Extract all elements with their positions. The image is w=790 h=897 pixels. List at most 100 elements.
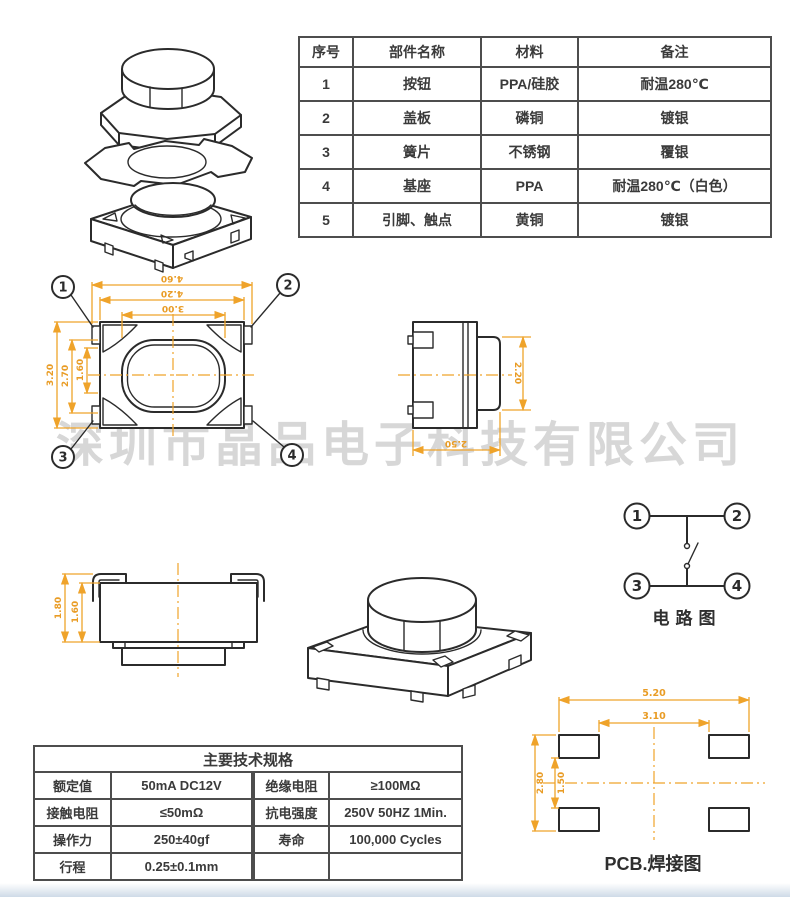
table-row: 5 引脚、触点 黄铜 镀银	[298, 202, 772, 238]
circuit-diagram: 1 2 3 4	[623, 502, 751, 600]
side-view-drawing: 2.20 2.50	[398, 321, 531, 456]
spec-value: 250V 50HZ 1Min.	[327, 798, 464, 827]
exploded-dome	[130, 182, 216, 218]
spec-value: 250±40gf	[110, 825, 255, 854]
col-header-remark: 备注	[577, 36, 772, 68]
col-header-material: 材料	[480, 36, 579, 68]
parts-material-table: 序号 部件名称 材料 备注 1 按钮 PPA/硅胶 耐温280℃ 2 盖板 磷铜…	[298, 36, 772, 238]
spec-table-title: 主要技术规格	[32, 745, 464, 773]
col-header-part: 部件名称	[352, 36, 482, 68]
spec-key	[252, 852, 330, 881]
cell-no: 1	[298, 66, 354, 102]
pcb-pattern-drawing: 5.20 3.10 2.80 1.50	[530, 688, 765, 840]
terminal-1: 1	[632, 507, 642, 525]
spec-key: 额定值	[33, 771, 112, 800]
exploded-button	[100, 48, 242, 152]
top-view-callouts: 1 2 3 4	[51, 273, 304, 469]
spec-value	[327, 852, 464, 881]
terminal-3: 3	[632, 577, 642, 595]
assembled-view-drawing	[307, 577, 532, 703]
top-view-dimensions: 4.60 4.20 3.00 3.20 2.70 1.60	[46, 273, 254, 430]
cell-remark: 耐温280℃（白色）	[577, 168, 772, 204]
page-bottom-fade	[0, 883, 790, 897]
callout-4: 4	[287, 449, 296, 464]
spec-key: 接触电阻	[33, 798, 112, 827]
col-header-no: 序号	[298, 36, 354, 68]
cell-material: 磷铜	[480, 100, 579, 136]
cell-remark: 镀银	[577, 100, 772, 136]
cell-part: 按钮	[352, 66, 482, 102]
dim-front-total: 1.80	[54, 597, 64, 619]
spec-key: 行程	[33, 852, 112, 881]
top-view-drawing: 4.60 4.20 3.00 3.20 2.70 1.60 1 2 3 4	[46, 273, 304, 469]
spec-row: 接触电阻 ≤50mΩ 抗电强度 250V 50HZ 1Min.	[33, 798, 464, 827]
dim-pcb-outer-width: 5.20	[642, 688, 666, 699]
table-row: 4 基座 PPA 耐温280℃（白色）	[298, 168, 772, 204]
callout-2: 2	[283, 279, 292, 294]
front-view-dimensions: 1.80 1.60	[54, 572, 100, 644]
cell-remark: 镀银	[577, 202, 772, 238]
dim-width-body: 4.20	[161, 288, 183, 298]
dim-side-height: 2.20	[512, 362, 522, 384]
assembled-button	[362, 577, 482, 655]
spec-row: 操作力 250±40gf 寿命 100,000 Cycles	[33, 825, 464, 854]
spec-title-row: 主要技术规格	[32, 745, 464, 773]
spec-value: 100,000 Cycles	[327, 825, 464, 854]
cell-no: 4	[298, 168, 354, 204]
dim-pcb-outer-height: 2.80	[536, 772, 546, 794]
exploded-view-drawing	[84, 48, 253, 273]
table-header-row: 序号 部件名称 材料 备注	[298, 36, 772, 68]
terminal-2: 2	[732, 507, 742, 525]
cell-part: 引脚、触点	[352, 202, 482, 238]
side-view-dimensions: 2.20 2.50	[411, 335, 531, 456]
spec-key: 寿命	[252, 825, 330, 854]
cell-remark: 覆银	[577, 134, 772, 170]
company-watermark: 深圳市晶品电子科技有限公司	[56, 419, 746, 472]
pcb-centerlines	[543, 727, 765, 840]
cell-material: 黄铜	[480, 202, 579, 238]
cell-no: 3	[298, 134, 354, 170]
spec-value: ≥100MΩ	[327, 771, 464, 800]
spec-row: 行程 0.25±0.1mm	[33, 852, 464, 881]
circuit-wires	[648, 515, 726, 587]
spec-table: 主要技术规格 额定值 50mA DC12V 绝缘电阻 ≥100MΩ 接触电阻 ≤…	[32, 745, 464, 881]
spec-value: 0.25±0.1mm	[110, 852, 255, 881]
dim-pcb-pad-gap: 1.50	[557, 772, 567, 794]
pcb-pattern-label: PCB.焊接图	[604, 854, 702, 874]
cell-remark: 耐温280℃	[577, 66, 772, 102]
circuit-terminals: 1 2 3 4	[623, 502, 751, 600]
dim-width-outer: 4.60	[161, 273, 183, 283]
dim-height-mid: 2.70	[61, 365, 71, 387]
cell-part: 基座	[352, 168, 482, 204]
dim-pcb-pad-span: 3.10	[642, 711, 666, 722]
cell-material: PPA/硅胶	[480, 66, 579, 102]
circuit-diagram-label: 电路图	[652, 609, 722, 628]
cell-material: PPA	[480, 168, 579, 204]
spec-key: 绝缘电阻	[252, 771, 330, 800]
spec-value: ≤50mΩ	[110, 798, 255, 827]
cell-part: 簧片	[352, 134, 482, 170]
table-row: 2 盖板 磷铜 镀银	[298, 100, 772, 136]
cell-material: 不锈钢	[480, 134, 579, 170]
table-row: 1 按钮 PPA/硅胶 耐温280℃	[298, 66, 772, 102]
dim-front-body: 1.60	[71, 601, 81, 623]
dim-height-body: 3.20	[46, 364, 56, 386]
callout-1: 1	[58, 281, 67, 296]
spec-row: 额定值 50mA DC12V 绝缘电阻 ≥100MΩ	[33, 771, 464, 800]
cell-no: 5	[298, 202, 354, 238]
top-view-centerlines	[88, 314, 258, 436]
dim-side-width: 2.50	[445, 438, 467, 448]
dim-width-inner: 3.00	[162, 303, 184, 313]
front-view-drawing: 1.80 1.60	[54, 563, 265, 677]
pcb-dimensions: 5.20 3.10 2.80 1.50	[530, 688, 751, 833]
spec-key: 抗电强度	[252, 798, 330, 827]
spec-value: 50mA DC12V	[110, 771, 255, 800]
exploded-cover-plate	[84, 138, 253, 187]
cell-no: 2	[298, 100, 354, 136]
terminal-4: 4	[732, 577, 742, 595]
spec-key: 操作力	[33, 825, 112, 854]
dim-height-inner: 1.60	[76, 359, 86, 381]
table-row: 3 簧片 不锈钢 覆银	[298, 134, 772, 170]
callout-3: 3	[58, 451, 67, 466]
pcb-pads	[558, 734, 750, 832]
